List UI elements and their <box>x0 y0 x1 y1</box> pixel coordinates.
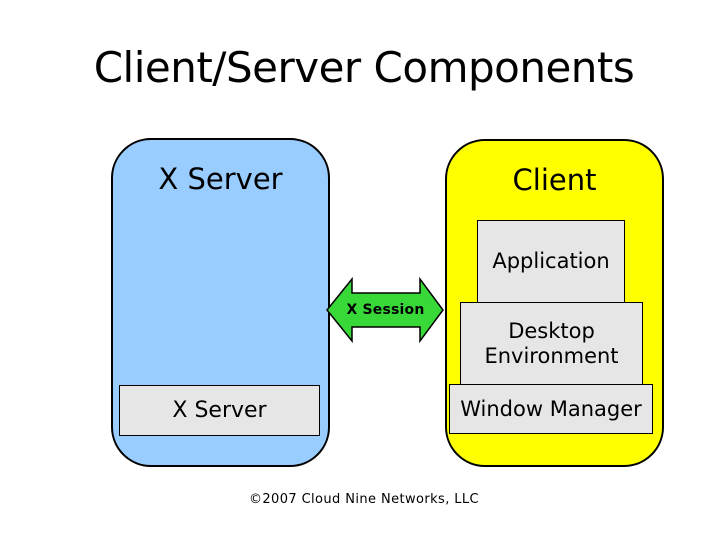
x-server-box-label: X Server <box>158 162 283 196</box>
x-server-component: X Server <box>119 385 320 436</box>
client-box-label: Client <box>512 163 597 197</box>
desktop-environment-component: Desktop Environment <box>460 302 643 385</box>
x-session-arrow-shape <box>326 276 444 344</box>
window-manager-component: Window Manager <box>449 384 653 434</box>
x-session-arrow <box>326 276 444 344</box>
x-server-box: X Server X Server <box>111 138 330 467</box>
application-component: Application <box>477 220 625 303</box>
client-box: Client Application Desktop Environment W… <box>445 139 664 467</box>
x-session-label: X Session <box>346 301 425 318</box>
slide-title: Client/Server Components <box>93 43 635 92</box>
copyright-footer: ©2007 Cloud Nine Networks, LLC <box>248 492 480 507</box>
